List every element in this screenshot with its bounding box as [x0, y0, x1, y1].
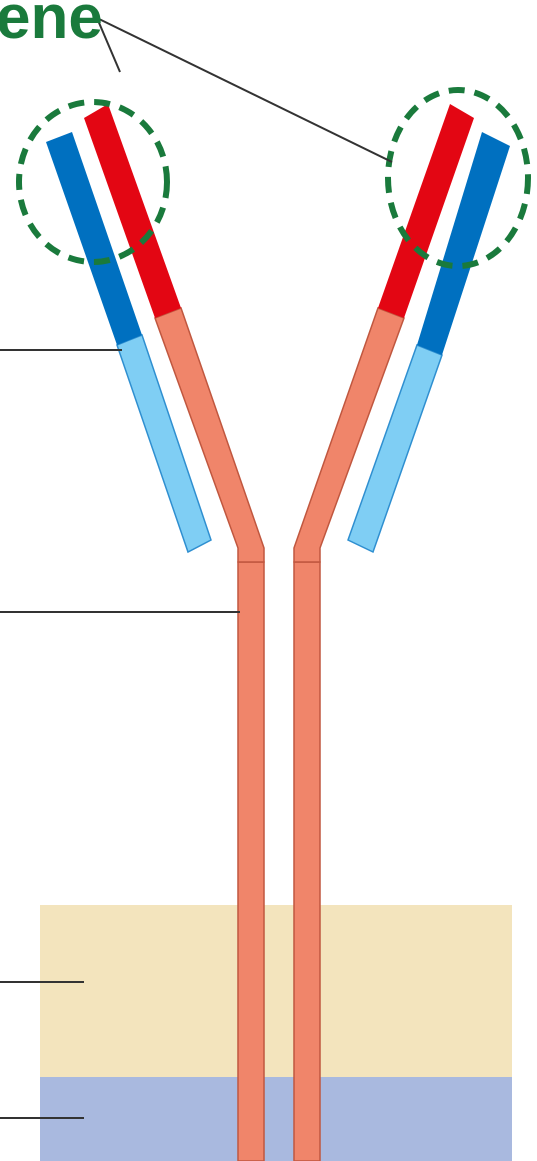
membrane-outer-layer [40, 905, 512, 1077]
heavy-chain-stem-left [238, 562, 264, 1161]
membrane-inner-layer [40, 1077, 512, 1161]
leader-line-epitope-right [97, 18, 392, 162]
epitope-label: ene [0, 0, 103, 52]
heavy-chain-stem-right [294, 562, 320, 1161]
